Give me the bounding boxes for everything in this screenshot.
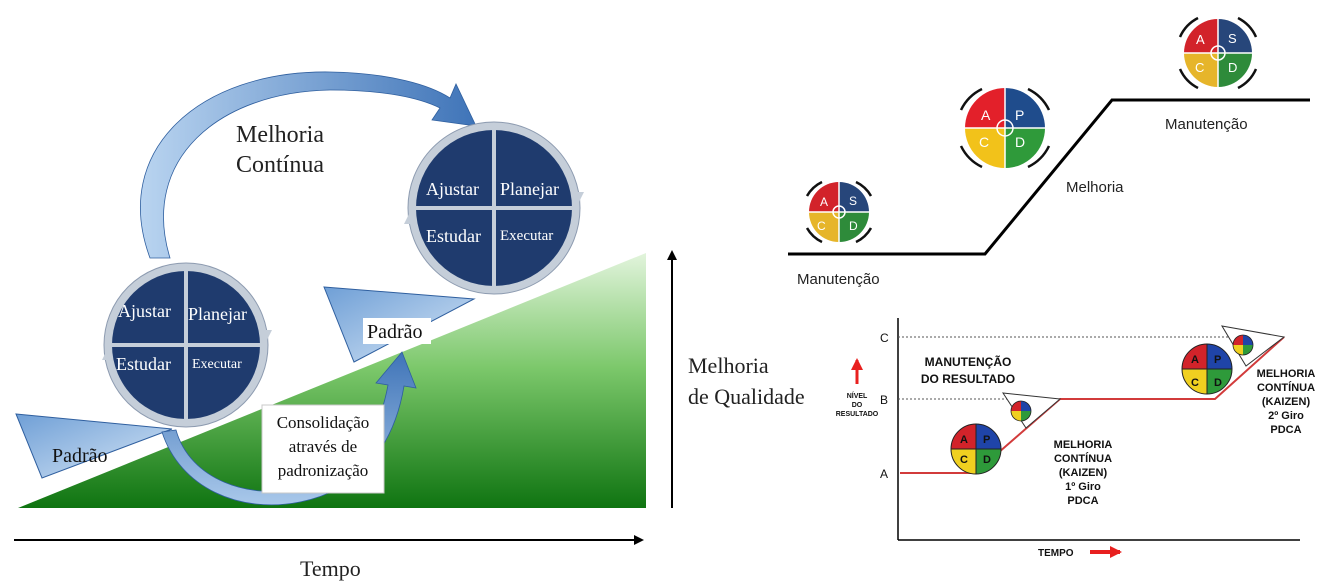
kaizen2-c: C xyxy=(1191,377,1199,389)
small-cycle-study: Estudar xyxy=(116,354,171,374)
level-a: A xyxy=(880,467,888,481)
result-axis-label-line2: DO xyxy=(852,402,863,409)
improvement-label-line1: Melhoria xyxy=(236,122,324,148)
step-line xyxy=(788,98,1310,256)
standard-label-high: Padrão xyxy=(367,321,423,343)
quality-axis-label-line1: Melhoria xyxy=(688,353,769,378)
kaizen1-line1: MELHORIA xyxy=(1054,439,1113,451)
maintenance-annotation-line1: MANUTENÇÃO xyxy=(925,354,1012,369)
kaizen2-line4: 2º Giro xyxy=(1268,410,1304,422)
pdca-wheel-2: A P C D xyxy=(959,86,1051,170)
large-cycle-adjust: Ajustar xyxy=(426,179,479,199)
pdca-wheel-2-c: C xyxy=(979,134,989,150)
kaizen1-a: A xyxy=(960,434,968,446)
consolidation-line3: padronização xyxy=(278,461,369,480)
pdca-wheel-3: A S C D xyxy=(1178,16,1258,90)
improvement-label-line2: Contínua xyxy=(236,152,324,178)
kaizen1-line3: (KAIZEN) xyxy=(1059,467,1108,479)
pdca-wheel-3-c: C xyxy=(1195,60,1204,75)
right-bottom-result-graph: A P C D A P C D xyxy=(836,318,1316,559)
kaizen1-c: C xyxy=(960,454,968,466)
result-axis-label-line1: NÍVEL xyxy=(847,391,868,400)
pdca-wheel-1-a: A xyxy=(820,195,828,209)
kaizen1-line4: 1º Giro xyxy=(1065,481,1101,493)
pdca-wheel-3-s: S xyxy=(1228,31,1237,46)
level-b: B xyxy=(880,393,888,407)
time-label: TEMPO xyxy=(1038,548,1074,559)
large-cycle-execute: Executar xyxy=(500,228,553,244)
pdca-wheel-2-d: D xyxy=(1015,134,1025,150)
improvement-label: Melhoria xyxy=(1066,179,1124,196)
kaizen2-line5: PDCA xyxy=(1270,424,1301,436)
pdca-wheel-1: A S C D xyxy=(805,180,873,244)
small-cycle-plan: Planejar xyxy=(188,304,247,324)
left-continuous-improvement-diagram: Melhoria Contínua Ajustar Planejar Estud… xyxy=(14,71,805,581)
large-cycle-study: Estudar xyxy=(426,226,481,246)
result-axis-label-line3: RESULTADO xyxy=(836,411,879,418)
pdca-wheel-1-c: C xyxy=(817,219,826,233)
pdca-mini-kaizen-1 xyxy=(1010,400,1032,422)
kaizen2-line2: CONTÍNUA xyxy=(1257,381,1315,394)
consolidation-line2: através de xyxy=(289,437,357,456)
level-c: C xyxy=(880,331,889,345)
small-cycle-adjust: Ajustar xyxy=(118,301,171,321)
pdca-wheel-2-p: P xyxy=(1015,107,1024,123)
right-top-step-diagram: A S C D A P C D xyxy=(788,16,1310,288)
standard-label-low: Padrão xyxy=(52,445,108,467)
consolidation-box xyxy=(261,404,385,494)
standard-label-box-high xyxy=(363,318,431,344)
pdca-mini-kaizen-2 xyxy=(1232,334,1254,356)
pdca-wheel-3-a: A xyxy=(1196,32,1205,47)
large-cycle-plan: Planejar xyxy=(500,179,559,199)
kaizen1-line2: CONTÍNUA xyxy=(1054,452,1112,465)
standard-wedge-low xyxy=(15,413,173,479)
pdca-circle-kaizen-2: A P C D xyxy=(1181,343,1233,395)
kaizen1-line5: PDCA xyxy=(1067,495,1098,507)
kaizen1-p: P xyxy=(983,434,990,446)
pdca-cycle-large xyxy=(404,121,584,295)
pdca-wheel-2-a: A xyxy=(981,107,991,123)
maintenance-high-label: Manutenção xyxy=(1165,116,1248,133)
small-cycle-execute: Executar xyxy=(192,357,242,372)
pdca-cycle-small xyxy=(102,262,272,428)
kaizen2-p: P xyxy=(1214,354,1221,366)
kaizen1-d: D xyxy=(983,454,991,466)
pdca-wheel-1-d: D xyxy=(849,219,858,233)
pdca-wheel-3-d: D xyxy=(1228,60,1237,75)
time-axis-label: Tempo xyxy=(300,556,361,581)
consolidation-line1: Consolidação xyxy=(277,413,370,432)
quality-axis-label-line2: de Qualidade xyxy=(688,384,805,409)
kaizen2-line3: (KAIZEN) xyxy=(1262,396,1311,408)
pdca-wheel-1-s: S xyxy=(849,194,857,208)
kaizen2-a: A xyxy=(1191,354,1199,366)
maintenance-annotation-line2: DO RESULTADO xyxy=(921,372,1015,386)
kaizen2-line1: MELHORIA xyxy=(1257,368,1316,380)
pdca-circle-kaizen-1: A P C D xyxy=(950,423,1002,475)
maintenance-low-label: Manutenção xyxy=(797,271,880,288)
improvement-curved-arrow xyxy=(140,71,477,259)
kaizen2-d: D xyxy=(1214,377,1222,389)
